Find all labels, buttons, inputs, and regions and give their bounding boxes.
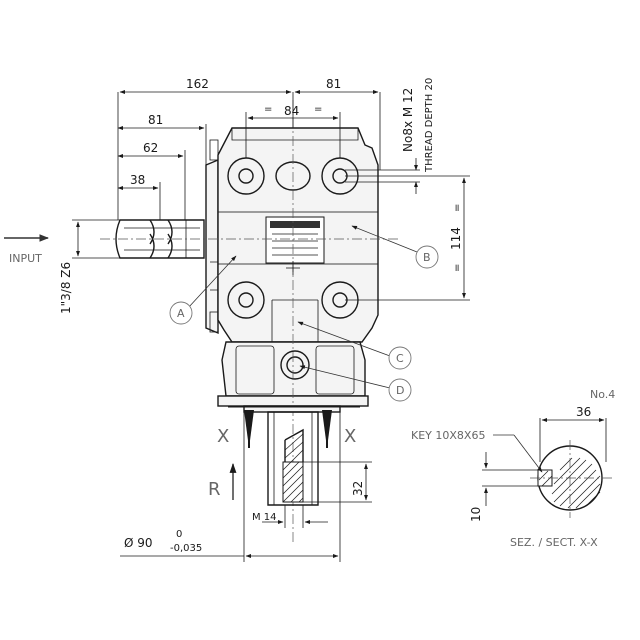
dim-81-mid-value: 81	[148, 113, 163, 127]
callout-b-label: B	[423, 251, 431, 264]
section-mark-left: X	[217, 426, 229, 447]
dim-62	[117, 150, 186, 220]
input-label: INPUT	[9, 252, 42, 265]
spline-spec: 1"3/8 Z6	[59, 262, 73, 314]
dim-162-value: 162	[186, 77, 209, 91]
thread-leader	[345, 158, 420, 194]
sheet-number: No.4	[590, 388, 615, 401]
key-spec: KEY 10X8X65	[411, 429, 485, 442]
dim-tol-lower: -0,035	[170, 543, 202, 554]
dim-spline	[72, 219, 120, 259]
thread-spec: No8x M 12	[401, 88, 415, 152]
thread-depth: THREAD DEPTH 20	[424, 78, 435, 173]
dim-38	[117, 182, 161, 220]
section-detail	[482, 418, 612, 518]
dim-dia90	[120, 412, 341, 562]
dim-114-eq-bottom: =	[452, 264, 463, 272]
dim-114	[345, 175, 470, 301]
dim-dia90-value: Ø 90	[124, 536, 153, 550]
dim-m14-value: M 14	[252, 512, 277, 523]
dim-81-top	[294, 90, 381, 170]
section-cut-markers	[228, 406, 360, 448]
dim-84-eq-right: =	[314, 104, 322, 115]
dim-62-value: 62	[143, 141, 158, 155]
section-mark-right: X	[344, 426, 356, 447]
dim-84	[245, 112, 341, 158]
nameplate	[265, 216, 325, 264]
dim-m14	[262, 505, 328, 528]
callout-a	[169, 255, 237, 325]
section-title: SEZ. / SECT. X-X	[510, 536, 598, 549]
dim-32-value: 32	[351, 481, 365, 496]
callout-d-label: D	[396, 384, 404, 397]
dim-81-top-value: 81	[326, 77, 341, 91]
callout-b	[351, 225, 439, 269]
dim-32	[303, 461, 372, 503]
callout-d	[299, 365, 412, 402]
dim-114-eq-top: =	[452, 204, 463, 212]
callout-a-label: A	[177, 307, 185, 320]
dim-84-value: 84	[284, 104, 299, 118]
callout-c	[297, 321, 412, 370]
dim-36-value: 36	[576, 405, 591, 419]
dim-38-value: 38	[130, 173, 145, 187]
rotation-label: R	[208, 479, 221, 500]
dim-10-value: 10	[469, 507, 483, 522]
dim-tol-upper: 0	[176, 529, 182, 540]
callout-c-label: C	[396, 352, 404, 365]
dim-84-eq-left: =	[264, 104, 272, 115]
output-shaft	[243, 405, 341, 506]
dim-114-value: 114	[449, 227, 463, 250]
dim-81-mid	[117, 124, 207, 165]
